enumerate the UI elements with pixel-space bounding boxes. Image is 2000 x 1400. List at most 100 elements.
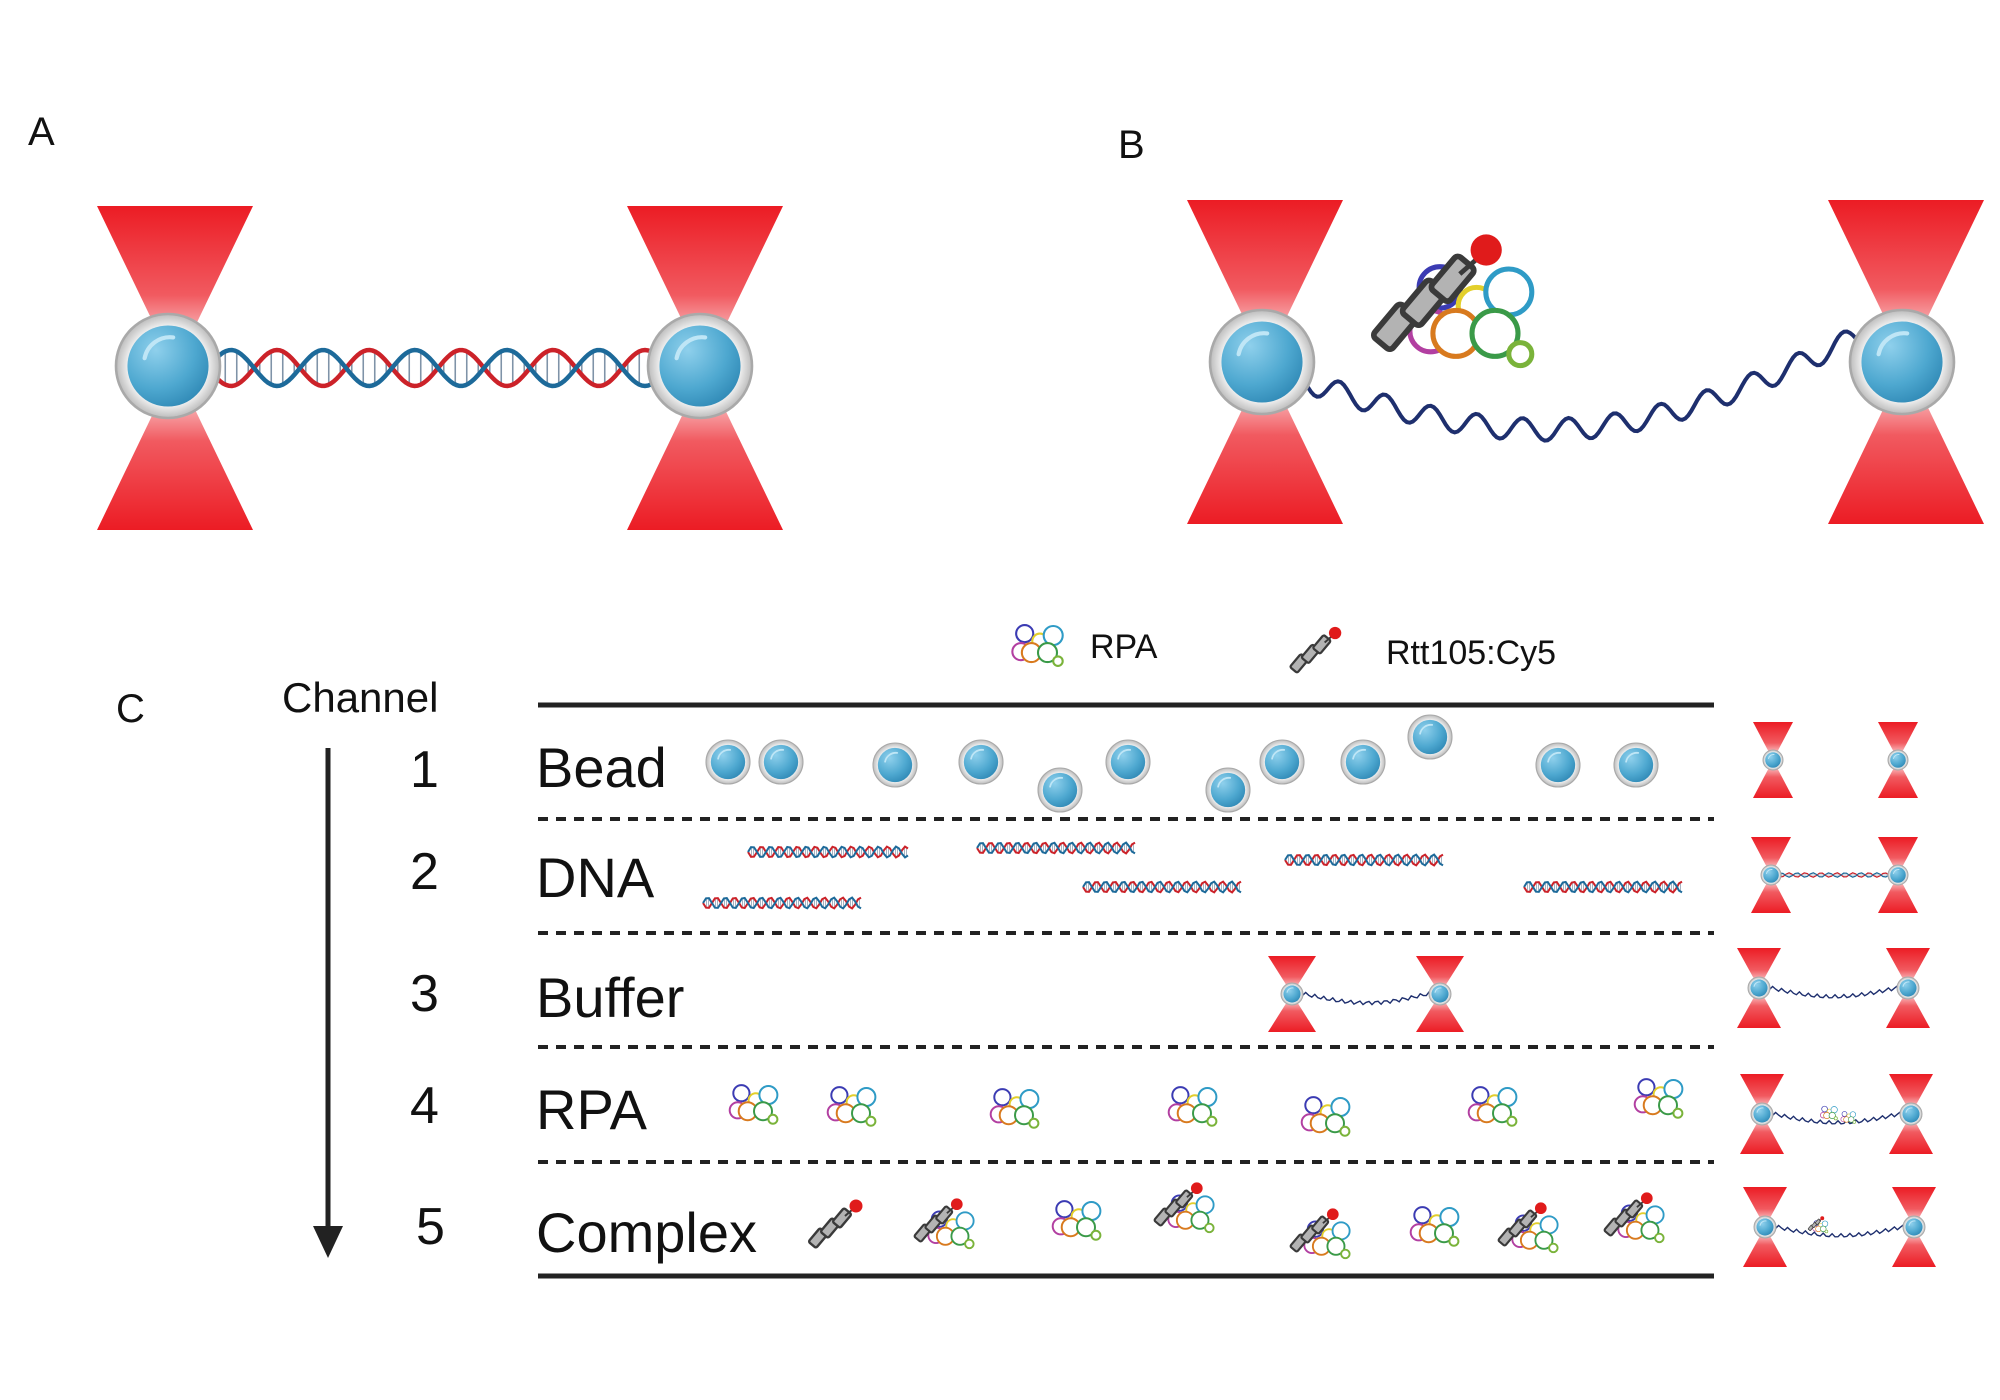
rtt105-cy5-icon xyxy=(913,1198,963,1243)
row-3-number: 3 xyxy=(410,965,439,1023)
rpa-protein-icon xyxy=(1820,1105,1838,1121)
optical-trap-bead-icon xyxy=(1407,714,1453,760)
rpa-protein-icon xyxy=(1467,1086,1518,1127)
rpa-rtt105-complex-icon xyxy=(1497,1202,1559,1254)
ssdna-strand-icon xyxy=(1299,990,1433,1006)
channel-header: Channel xyxy=(282,674,438,721)
rpa-protein-icon xyxy=(989,1088,1040,1129)
row-5-number: 5 xyxy=(416,1198,445,1256)
optical-trap-bead-icon xyxy=(1105,739,1151,785)
optical-trap-bead-icon xyxy=(1760,864,1782,886)
mini-trap-empty xyxy=(1753,722,1918,798)
optical-trap-bead-icon xyxy=(958,739,1004,785)
optical-trap-bead-icon xyxy=(1613,742,1659,788)
row-3-name: Buffer xyxy=(536,966,684,1029)
row-4-number: 4 xyxy=(410,1077,439,1135)
optical-trap-bead-icon xyxy=(1280,982,1304,1006)
rtt105-cy5-icon xyxy=(1497,1202,1547,1247)
laser-cone-icon xyxy=(1889,1074,1933,1154)
panel-b-label: B xyxy=(1118,123,1145,167)
laser-cone-icon xyxy=(1268,956,1316,1032)
laser-cone-icon xyxy=(1416,956,1464,1032)
laser-cone-icon xyxy=(1743,1187,1787,1267)
optical-trap-bead-icon xyxy=(1753,1215,1777,1239)
optical-trap-bead-icon xyxy=(1762,749,1784,771)
optical-trap-bead-icon xyxy=(1887,749,1909,771)
dsdna-helix-icon xyxy=(1082,880,1242,894)
row-5-complex xyxy=(808,1182,1665,1260)
optical-trap-bead-icon xyxy=(1535,742,1581,788)
dsdna-helix-icon xyxy=(976,841,1136,855)
optical-trap-bead-icon xyxy=(1205,767,1251,813)
laser-cone-icon xyxy=(1878,722,1918,798)
rtt105-cy5-icon xyxy=(1371,234,1502,352)
rpa-protein-icon xyxy=(728,1084,779,1125)
row-2-number: 2 xyxy=(410,843,439,901)
rpa-protein-icon xyxy=(1300,1096,1351,1137)
ssdna-strand-icon xyxy=(1772,1223,1907,1238)
laser-cone-icon xyxy=(1753,722,1793,798)
optical-trap-bead-icon xyxy=(1887,864,1909,886)
laser-cone-icon xyxy=(1886,948,1930,1028)
legend-rtt105-cy5-label: Rtt105:Cy5 xyxy=(1386,634,1556,672)
ssdna-strand-icon xyxy=(1769,1110,1904,1125)
optical-trap-bead-icon xyxy=(1902,1215,1926,1239)
rpa-rtt105-complex-icon xyxy=(1603,1192,1665,1244)
laser-cone-icon xyxy=(1892,1187,1936,1267)
panel-c-label: C xyxy=(116,687,145,731)
row-2-dna xyxy=(702,841,1683,910)
rpa-protein-icon xyxy=(1051,1200,1102,1241)
legend-rpa-icon xyxy=(1011,624,1064,667)
mini-trap-dna xyxy=(1751,837,1918,913)
rtt105-cy5-icon xyxy=(1807,1216,1825,1231)
trap-state-column xyxy=(1737,722,1936,1267)
panel-b-ssdna-complex-tether xyxy=(1187,200,1984,524)
row-1-number: 1 xyxy=(410,741,439,799)
optical-trap-bead-icon xyxy=(758,739,804,785)
optical-trap-bead-icon xyxy=(1896,976,1920,1000)
optical-trap-bead-icon xyxy=(1037,767,1083,813)
laser-cone-icon xyxy=(1751,837,1791,913)
laser-cone-icon xyxy=(1187,200,1343,524)
dsdna-helix-icon xyxy=(747,845,909,859)
rpa-protein-icon xyxy=(1407,264,1535,369)
optical-trap-bead-icon xyxy=(1259,739,1305,785)
optical-trap-bead-icon xyxy=(705,739,751,785)
rtt105-cy5-icon xyxy=(1153,1182,1203,1227)
legend-rtt105-cy5-icon xyxy=(1289,626,1342,674)
rpa-protein-icon xyxy=(1511,1214,1559,1254)
laser-cone-icon xyxy=(1878,837,1918,913)
mini-trap-complex xyxy=(1743,1187,1936,1267)
rpa-protein-icon xyxy=(1167,1086,1218,1127)
rtt105-cy5-icon xyxy=(808,1199,863,1249)
row-1-beads xyxy=(705,714,1659,813)
row-4-rpa xyxy=(728,1078,1684,1137)
legend-rpa-label: RPA xyxy=(1090,628,1158,666)
optical-trap-bead-icon xyxy=(1208,308,1316,416)
optical-trap-bead-icon xyxy=(1340,739,1386,785)
laser-cone-icon xyxy=(1828,200,1984,524)
rtt105-cy5-icon xyxy=(1603,1192,1653,1237)
dsdna-helix-icon xyxy=(702,896,862,910)
laser-cone-icon xyxy=(627,206,783,530)
laser-cone-icon xyxy=(97,206,253,530)
rpa-rtt105-complex-icon xyxy=(1153,1182,1215,1234)
rpa-rtt105-complex-icon xyxy=(1289,1208,1351,1260)
rpa-protein-icon xyxy=(1409,1206,1460,1247)
optical-trap-bead-icon xyxy=(1747,976,1771,1000)
rpa-rtt105-complex-icon xyxy=(1807,1216,1829,1234)
rpa-protein-icon xyxy=(1011,624,1064,667)
dsdna-helix-icon xyxy=(206,347,662,389)
row-5-name: Complex xyxy=(536,1201,757,1264)
optical-trap-bead-icon xyxy=(114,312,222,420)
row-2-name: DNA xyxy=(536,846,655,909)
row-4-name: RPA xyxy=(536,1078,648,1141)
rpa-protein-icon xyxy=(826,1086,877,1127)
dsdna-helix-icon xyxy=(1284,853,1444,867)
laser-cone-icon xyxy=(1740,1074,1784,1154)
channel-order-arrow xyxy=(313,748,343,1258)
mini-trap-rpa xyxy=(1740,1074,1933,1154)
row-3-buffer xyxy=(1268,956,1464,1032)
mini-trap-ss xyxy=(1737,948,1930,1028)
